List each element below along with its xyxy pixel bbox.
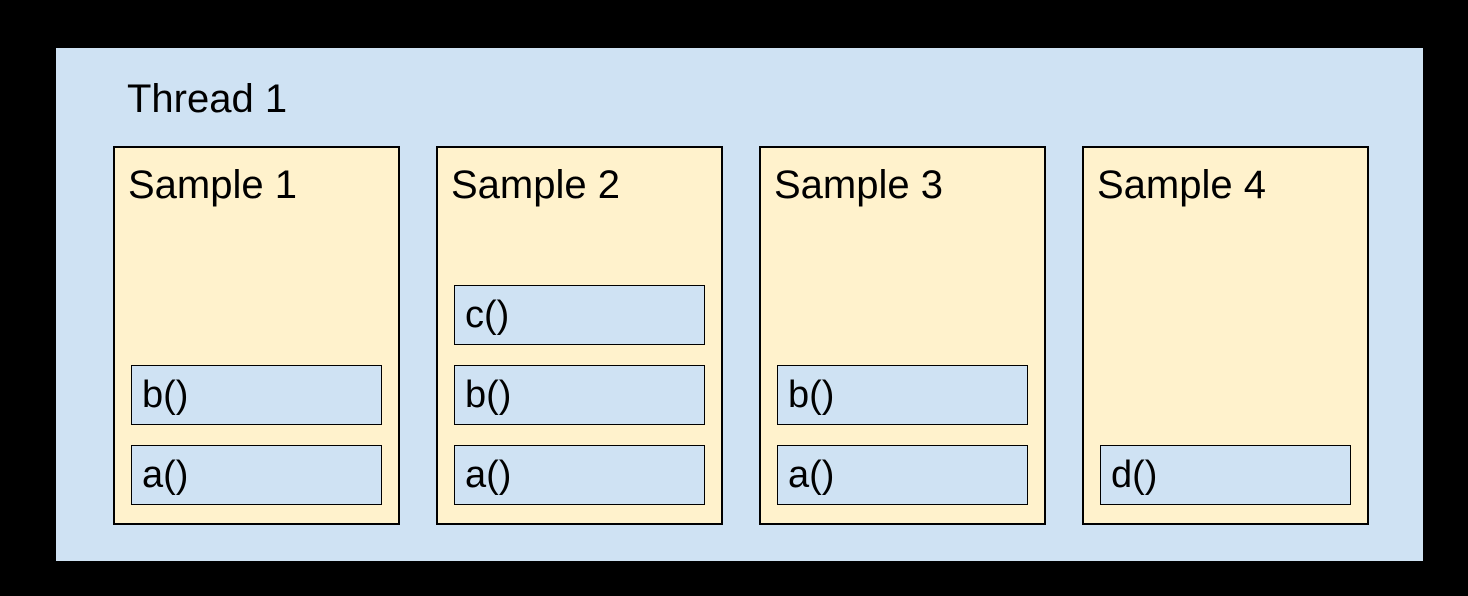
stack-frame: b() [131, 365, 382, 425]
stack-frame: d() [1100, 445, 1351, 505]
sample-box: Sample 2 a() b() c() [436, 146, 723, 525]
samples-row: Sample 1 a() b() Sample 2 a() b() c() Sampl… [113, 146, 1369, 525]
frame-label: b() [142, 374, 189, 416]
frame-stack: d() [1100, 445, 1351, 505]
frame-label: a() [142, 454, 189, 496]
sample-label: Sample 1 [128, 163, 297, 207]
stack-frame: b() [454, 365, 705, 425]
frame-stack: a() b() c() [454, 285, 705, 505]
stack-frame: a() [454, 445, 705, 505]
stack-frame: c() [454, 285, 705, 345]
sample-box: Sample 1 a() b() [113, 146, 400, 525]
sample-box: Sample 4 d() [1082, 146, 1369, 525]
sample-label: Sample 3 [774, 163, 943, 207]
frame-label: b() [465, 374, 512, 416]
sample-box: Sample 3 a() b() [759, 146, 1046, 525]
frame-label: b() [788, 374, 835, 416]
thread-container: Thread 1 Sample 1 a() b() Sample 2 a() b()… [56, 48, 1423, 561]
frame-stack: a() b() [131, 365, 382, 505]
frame-label: d() [1111, 454, 1158, 496]
sample-label: Sample 4 [1097, 163, 1266, 207]
sample-label: Sample 2 [451, 163, 620, 207]
stack-frame: b() [777, 365, 1028, 425]
frame-label: c() [465, 294, 510, 336]
frame-label: a() [465, 454, 512, 496]
frame-label: a() [788, 454, 835, 496]
stack-frame: a() [131, 445, 382, 505]
thread-label: Thread 1 [127, 77, 288, 121]
frame-stack: a() b() [777, 365, 1028, 505]
stack-frame: a() [777, 445, 1028, 505]
